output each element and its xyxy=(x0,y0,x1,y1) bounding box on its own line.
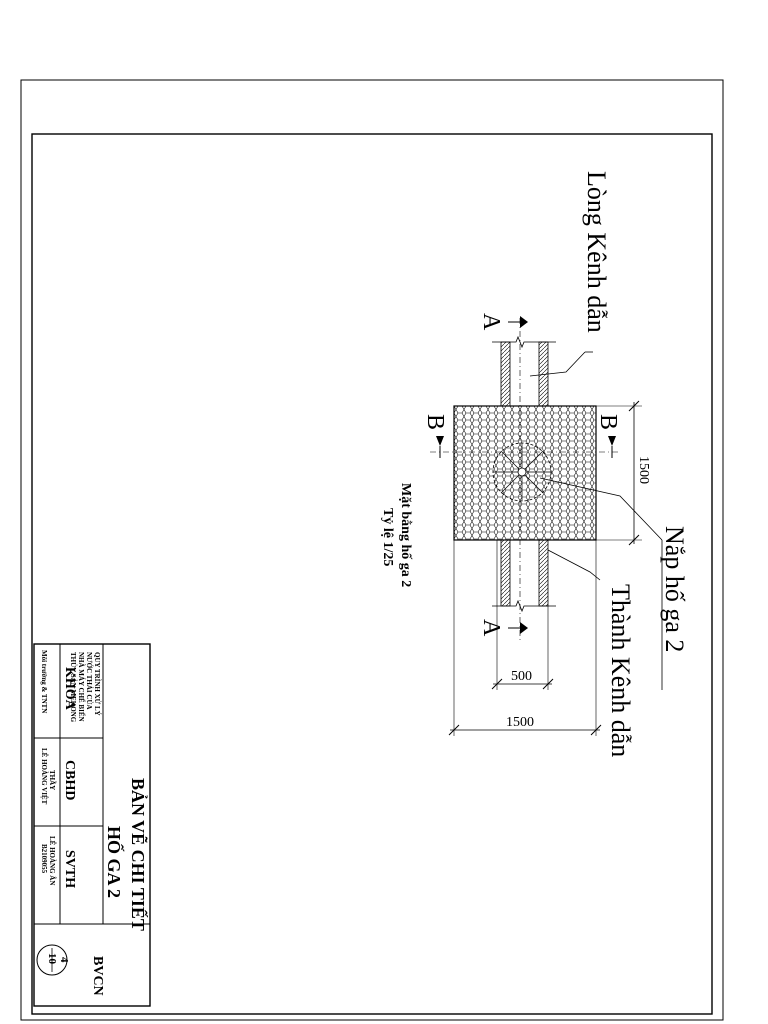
caption-title: Mặt bằng hố ga 2 xyxy=(398,483,413,587)
svg-text:BVCN: BVCN xyxy=(90,956,105,996)
callout-thanh-kenh: Thành Kênh dẫn xyxy=(606,584,635,757)
section-a-bottom-label: A xyxy=(478,619,504,637)
cover-spokes xyxy=(493,443,551,501)
dim-overall-text: 1500 xyxy=(506,715,534,730)
leader-nap xyxy=(539,477,663,541)
svg-text:NƯỚC THẢI CỦA: NƯỚC THẢI CỦA xyxy=(85,652,93,710)
svg-text:B: B xyxy=(595,414,621,430)
svg-text:BẢN VẼ CHI TIẾT: BẢN VẼ CHI TIẾT xyxy=(128,778,149,931)
svg-text:LÊ HOÀNG ÂN: LÊ HOÀNG ÂN xyxy=(48,836,56,885)
channel-wall-right-bottom xyxy=(538,539,549,607)
khoa-value: Môi trường & TNTN xyxy=(40,650,48,713)
svg-text:10: 10 xyxy=(46,953,58,965)
svg-text:LÊ HOÀNG VIỆT: LÊ HOÀNG VIỆT xyxy=(40,748,48,805)
caption-scale: Tỷ lệ 1/25 xyxy=(380,508,395,566)
sheet-total: 10 xyxy=(46,953,58,965)
svg-text:Nắp hố ga 2: Nắp hố ga 2 xyxy=(660,526,689,652)
svth-value: LÊ HOÀNG ÂN xyxy=(48,836,56,885)
title-block: QUY TRÌNH XỬ LÝ NƯỚC THẢI CỦA NHÀ MÁY CH… xyxy=(33,643,151,1007)
outer-frame xyxy=(20,79,724,1021)
svg-text:B2109055: B2109055 xyxy=(40,844,48,874)
section-b-right-label: B xyxy=(595,414,621,430)
sheet-number: 4 xyxy=(58,957,70,963)
svg-text:THỦY SẢN MEKONG: THỦY SẢN MEKONG xyxy=(69,652,77,723)
svg-text:Thành Kênh dẫn: Thành Kênh dẫn xyxy=(606,584,635,757)
leader-long-kenh xyxy=(529,351,586,377)
plan-view xyxy=(430,316,663,736)
svg-text:Mặt bằng hố ga 2: Mặt bằng hố ga 2 xyxy=(398,483,413,587)
channel-wall-left-bottom xyxy=(500,539,511,607)
dim-channel-text: 500 xyxy=(511,669,532,684)
svg-text:Môi trường & TNTN: Môi trường & TNTN xyxy=(40,650,48,713)
svg-text:QUY TRÌNH XỬ LÝ: QUY TRÌNH XỬ LÝ xyxy=(93,652,101,716)
svg-text:CBHD: CBHD xyxy=(62,760,77,800)
svg-text:B: B xyxy=(422,414,448,430)
svg-text:4: 4 xyxy=(58,957,70,963)
svg-text:KHOA: KHOA xyxy=(62,667,77,711)
break-line-top xyxy=(492,335,556,349)
svg-text:HỐ GA 2: HỐ GA 2 xyxy=(104,826,125,898)
drawing-subtitle: HỐ GA 2 xyxy=(104,826,125,898)
svg-text:Tỷ lệ 1/25: Tỷ lệ 1/25 xyxy=(380,508,395,566)
svg-text:A: A xyxy=(478,313,504,331)
dim-pit-text: 1500 xyxy=(636,456,651,484)
sheet-number-circle xyxy=(36,944,68,976)
khoa-label: KHOA xyxy=(62,667,77,711)
cbhd-label: CBHD xyxy=(62,760,77,800)
sheet-code: BVCN xyxy=(90,956,105,996)
section-b-left-label: B xyxy=(422,414,448,430)
section-a-top-label: A xyxy=(478,313,504,331)
svg-text:A: A xyxy=(478,619,504,637)
channel-wall-left-top xyxy=(500,341,511,407)
leader-thanh xyxy=(547,549,601,581)
project-name-lines: QUY TRÌNH XỬ LÝ NƯỚC THẢI CỦA NHÀ MÁY CH… xyxy=(69,652,101,723)
break-line-bottom xyxy=(492,599,556,613)
drawing-title: BẢN VẼ CHI TIẾT xyxy=(128,778,149,931)
svth-label: SVTH xyxy=(62,850,77,888)
svg-text:1500: 1500 xyxy=(636,456,651,484)
svg-text:THẦY: THẦY xyxy=(48,770,56,790)
svg-text:Lòng Kênh dẫn: Lòng Kênh dẫn xyxy=(582,171,611,333)
svg-text:SVTH: SVTH xyxy=(62,850,77,888)
cbhd-value: THẦY xyxy=(48,770,56,790)
callout-long-kenh: Lòng Kênh dẫn xyxy=(582,171,611,333)
svg-text:NHÀ MÁY CHẾ BIẾN: NHÀ MÁY CHẾ BIẾN xyxy=(77,652,85,722)
inner-frame xyxy=(31,133,713,1015)
callout-nap-ho-ga: Nắp hố ga 2 xyxy=(660,526,689,652)
